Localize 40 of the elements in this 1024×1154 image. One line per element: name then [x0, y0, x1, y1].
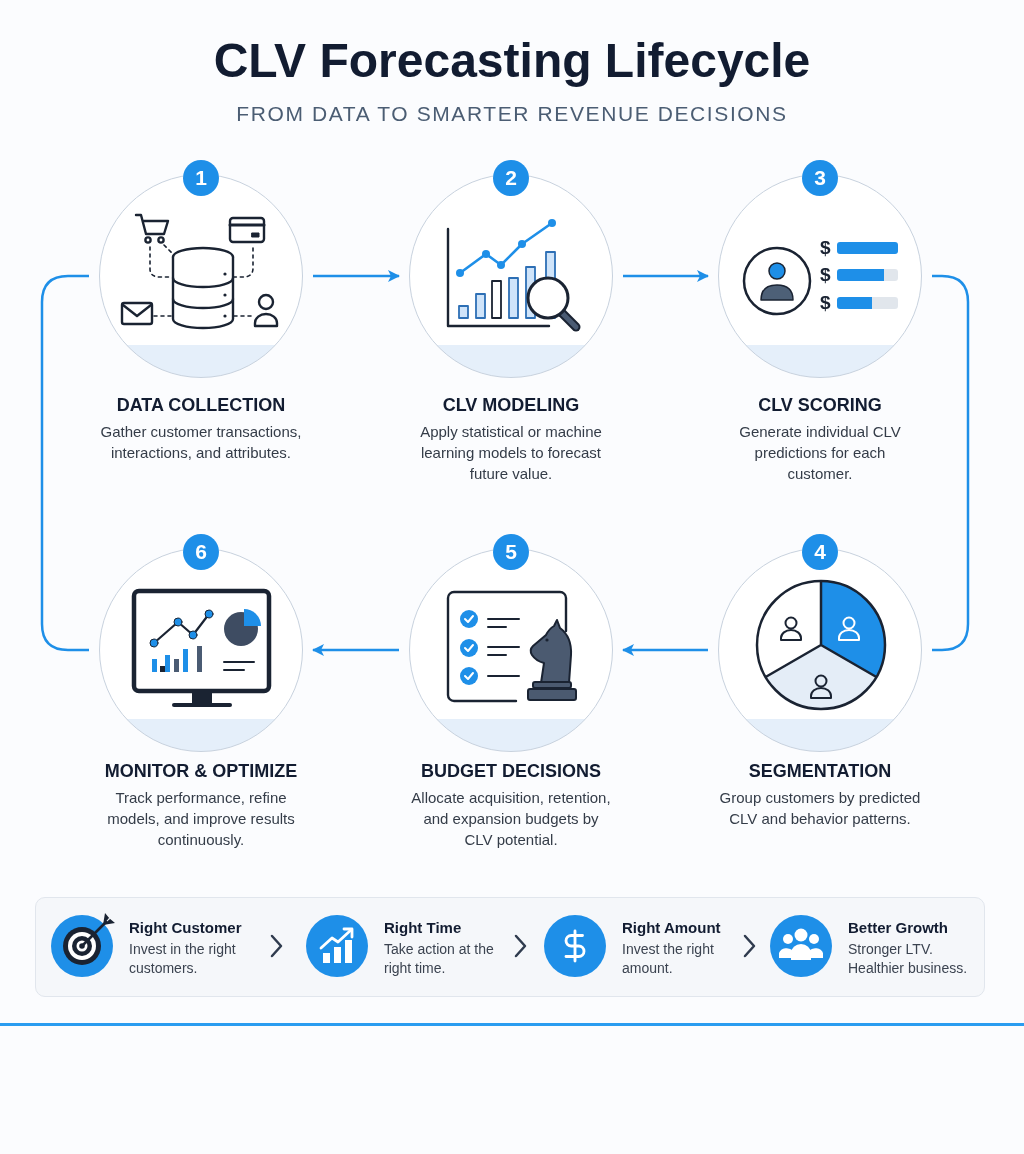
benefit-title: Right Amount	[622, 918, 721, 937]
flow-arrow	[623, 270, 709, 282]
step-title: DATA COLLECTION	[116, 394, 286, 416]
chevron-arrow	[270, 934, 283, 958]
number-badge: 1	[183, 160, 219, 196]
connector-line	[932, 274, 970, 652]
step-title: SEGMENTATION	[748, 760, 892, 782]
number-badge: 5	[493, 534, 529, 570]
number-badge: 2	[493, 160, 529, 196]
flow-arrow	[313, 270, 400, 282]
benefit-description: Take action at the right time.	[384, 940, 495, 978]
step-description: Allocate acquisition, retention, and expansion budgets by CLV potential.	[410, 788, 612, 850]
benefit-title: Right Customer	[129, 918, 242, 937]
flow-arrow	[312, 644, 399, 656]
benefit-description: Stronger LTV. Healthier business.	[848, 940, 969, 978]
currency-symbol: $	[820, 238, 831, 258]
step-title: MONITOR & OPTIMIZE	[104, 760, 298, 782]
step-description: Apply statistical or machine learning models to forecast future value.	[419, 422, 603, 484]
benefit-title: Right Time	[384, 918, 462, 937]
step-description: Generate individual CLV predictions for each customer.	[738, 422, 902, 484]
number-badge: 3	[802, 160, 838, 196]
currency-symbol: $	[820, 265, 831, 285]
currency-symbol: $	[820, 293, 831, 313]
chevron-arrow	[514, 934, 527, 958]
subtitle: FROM DATA TO SMARTER REVENUE DECISIONS	[236, 102, 788, 126]
flow-arrow	[622, 644, 708, 656]
connector-line	[40, 274, 89, 652]
benefit-title: Better Growth	[848, 918, 948, 937]
step-title: CLV SCORING	[758, 394, 882, 416]
step-description: Group customers by predicted CLV and behavior patterns.	[718, 788, 922, 829]
chevron-arrow	[743, 934, 756, 958]
benefit-description: Invest in the right customers.	[129, 940, 237, 978]
step-description: Track performance, refine models, and improve results continuously.	[106, 788, 296, 850]
number-badge: 6	[183, 534, 219, 570]
step-title: BUDGET DECISIONS	[421, 760, 601, 782]
page-title: CLV Forecasting Lifecycle	[213, 33, 811, 89]
benefit-description: Invest the right amount.	[622, 940, 715, 978]
step-title: CLV MODELING	[442, 394, 580, 416]
number-badge: 4	[802, 534, 838, 570]
step-description: Gather customer transactions, interactions, and attributes.	[99, 422, 303, 463]
